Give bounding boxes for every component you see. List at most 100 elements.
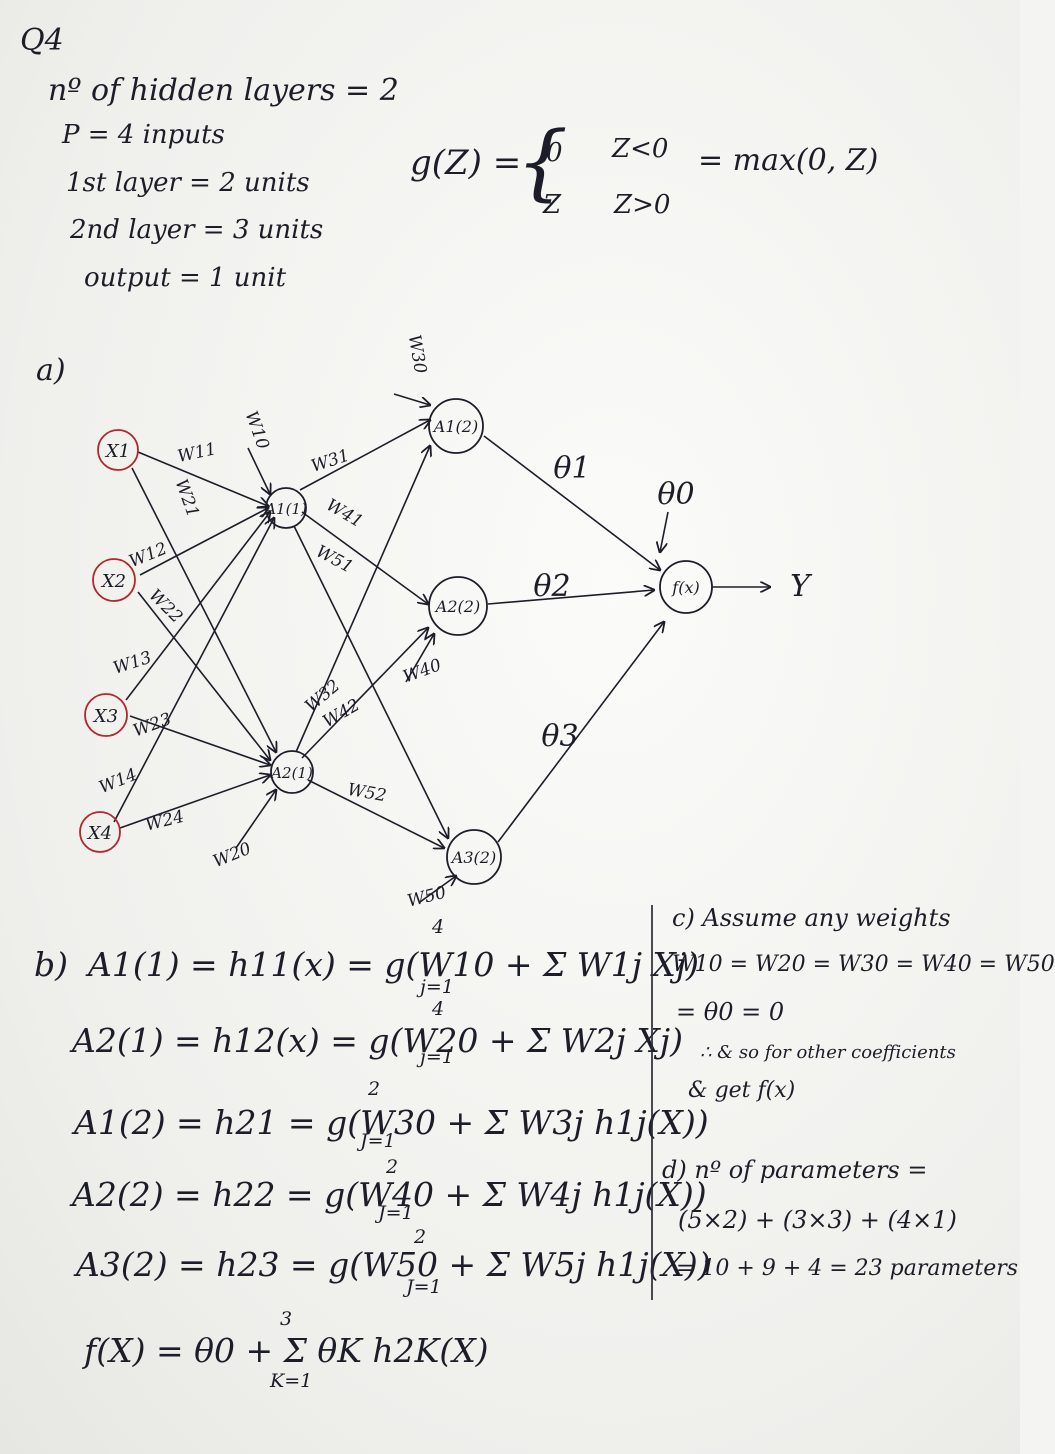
equation-a22: A2(2) = h22 = g(W40 + Σ W4j h1j(X)) [72,1175,707,1214]
weight-theta0: θ0 [657,477,694,512]
weight-w10: W10 [241,408,273,452]
edge-a32-out [497,622,664,843]
edge-a22-out [487,590,654,605]
equation-output: f(X) = θ0 + Σ θK h2K(X) [84,1331,489,1370]
edge-bias-w30 [393,393,430,405]
equation-output-sum-lower: K=1 [270,1370,313,1392]
weight-w41: W41 [323,495,367,532]
node-a11 [265,487,307,529]
part-c-line-4: ∴ & so for other coefficients [700,1042,956,1063]
spec-output: output = 1 unit [84,263,287,293]
weight-w22: W22 [145,586,187,628]
weight-theta1: θ1 [553,451,590,486]
activation-max-form: = max(0, Z) [698,143,879,178]
node-output [659,560,713,614]
equation-a11-sum-lower: j=1 [420,976,454,998]
equation-a22-sum-upper: 2 [386,1156,399,1178]
weight-w20: W20 [210,839,254,872]
node-x3-label: X3 [92,706,118,727]
part-a-label: a) [36,353,66,388]
equation-a12: A1(2) = h21 = g(W30 + Σ W3j h1j(X)) [74,1103,709,1142]
edge-x4-a11 [113,518,274,823]
edge-bias-w10 [247,447,270,494]
part-d-line-3: = 10 + 9 + 4 = 23 parameters [676,1256,1019,1281]
node-x3 [84,693,128,737]
part-c-line-1: c) Assume any weights [672,904,951,932]
edge-a11-a32 [293,525,448,838]
edge-a21-a22 [301,628,428,759]
node-x1-label: X1 [104,441,130,462]
node-a22-label: A2(2) [434,597,480,616]
node-a12-label: A1(2) [432,417,478,436]
node-x4 [79,811,121,853]
node-a12 [428,398,484,454]
weight-w13: W13 [111,648,154,679]
edge-bias-w20 [235,790,276,849]
part-c-line-5: & get f(x) [688,1078,796,1103]
equation-a21: A2(1) = h12(x) = g(W20 + Σ W2j Xj) [72,1021,684,1060]
equation-a11: A1(1) = h11(x) = g(W10 + Σ W1j Xj) [88,945,700,984]
node-a32 [446,829,502,885]
node-x2 [92,558,136,602]
equation-a12-sum-lower: J=1 [360,1130,396,1152]
spec-inputs: P = 4 inputs [62,120,225,150]
node-a32-label: A3(2) [450,848,496,867]
part-d-line-1: d) nº of parameters = [662,1156,928,1184]
node-a22 [428,576,488,636]
equation-a22-sum-lower: J=1 [378,1202,414,1224]
edge-bias-w40 [405,634,434,683]
edge-a21-a12 [295,446,430,753]
spec-first-layer: 1st layer = 2 units [66,168,310,198]
weight-w11: W11 [176,439,218,467]
edge-x2-a11 [139,508,268,576]
column-divider [651,905,653,1300]
weight-w12: W12 [126,539,170,572]
neural-network-diagram: X1 X2 X3 X4 A1(1) A2(1) A1(2) A2(2) A3(2… [79,333,813,912]
equation-output-sum-upper: 3 [280,1308,293,1330]
edge-x3-a11 [125,512,270,701]
edge-a11-a22 [301,511,428,604]
node-a21 [270,750,314,794]
activation-case2-value: Z [543,190,562,220]
equation-a12-sum-upper: 2 [368,1078,381,1100]
part-d-line-2: (5×2) + (3×3) + (4×1) [678,1206,957,1234]
edge-bias-w50 [419,876,456,903]
activation-case1-condition: Z<0 [612,134,669,164]
activation-brace: { [516,115,569,210]
question-number: Q4 [20,23,64,58]
activation-case1-value: 0 [546,138,563,168]
weight-theta3: θ3 [541,719,578,754]
weight-w24: W24 [143,807,186,836]
edge-x2-a21 [137,591,270,760]
node-x2-label: X2 [100,571,126,592]
edge-x3-a21 [129,715,270,765]
node-a11-label: A1(1) [263,500,307,518]
weight-w40: W40 [400,655,444,687]
weight-w31: W31 [309,446,352,477]
part-c-line-2: W10 = W20 = W30 = W40 = W50 [672,952,1055,977]
part-c-line-3: = θ0 = 0 [676,998,785,1026]
equation-a21-sum-upper: 4 [432,998,445,1020]
target-y-label: Y [790,569,813,604]
edge-a11-a12 [299,420,430,491]
weight-w23: W23 [130,709,174,741]
equation-a32-sum-lower: J=1 [406,1276,442,1298]
part-b-label: b) [34,945,68,984]
equation-a11-sum-upper: 4 [432,916,445,938]
node-x1 [97,429,139,471]
weight-w14: W14 [96,765,140,798]
edge-bias-theta0 [660,511,669,552]
node-output-label: f(x) [671,578,699,597]
edge-x1-a11 [137,451,268,506]
edge-a21-a32 [307,779,444,848]
weight-w21: W21 [171,476,203,520]
equation-a21-sum-lower: j=1 [420,1046,454,1068]
activation-lhs: g(Z) = [410,143,522,183]
node-a21-label: A2(1) [269,764,313,782]
equation-a32: A3(2) = h23 = g(W50 + Σ W5j h1j(X)) [76,1245,711,1284]
spec-second-layer: 2nd layer = 3 units [70,215,324,245]
equation-a32-sum-upper: 2 [414,1226,427,1248]
activation-case2-condition: Z>0 [614,190,671,220]
spec-hidden-layers: nº of hidden layers = 2 [48,73,399,108]
